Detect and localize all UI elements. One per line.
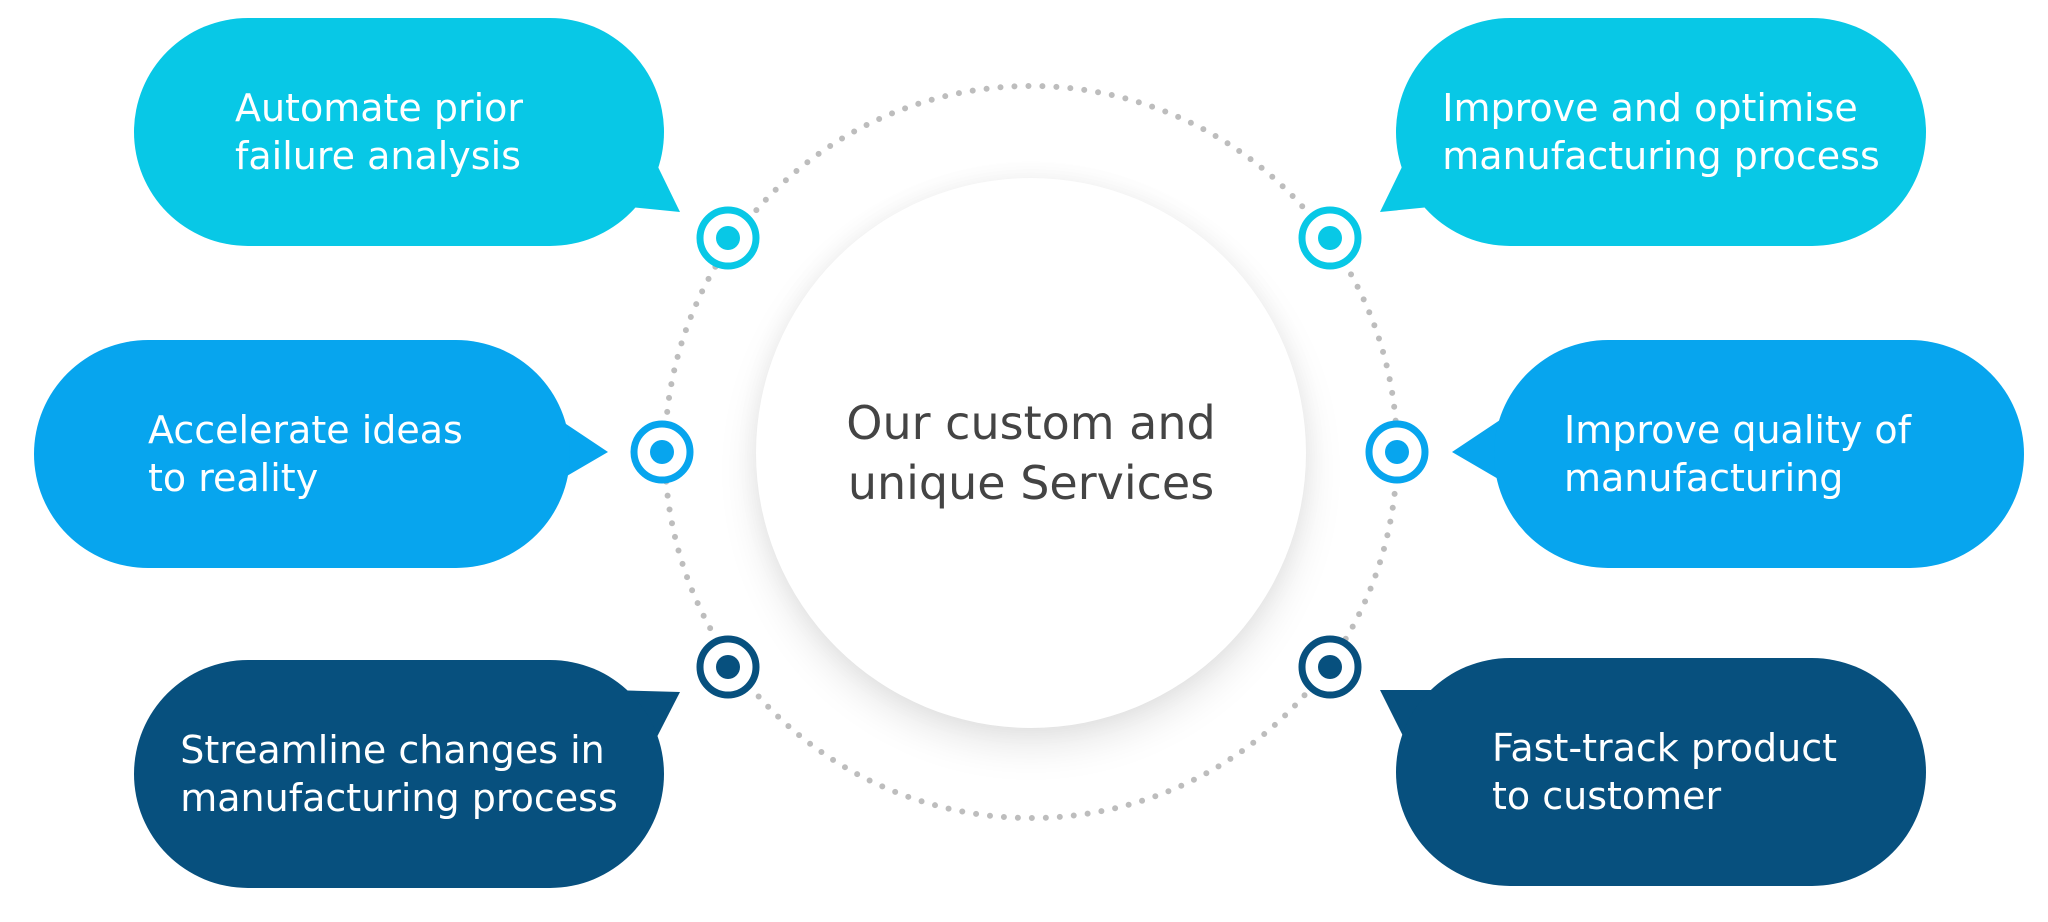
service-label-2: Accelerate ideas to reality — [148, 408, 463, 500]
service-label-3: Streamline changes in manufacturing proc… — [180, 728, 618, 820]
service-label-1: Automate prior failure analysis — [234, 86, 524, 178]
service-bubble-6: Fast-track product to customer — [1396, 658, 1926, 886]
service-bubble-2: Accelerate ideas to reality — [34, 340, 570, 568]
target-marker-2 — [630, 420, 694, 484]
target-marker-3 — [696, 635, 760, 699]
service-label-4: Improve and optimise manufacturing proce… — [1442, 86, 1880, 178]
bubble-tail-5 — [1452, 420, 1500, 480]
bubble-tail-2 — [560, 420, 608, 480]
target-marker-6 — [1298, 635, 1362, 699]
service-bubble-3: Streamline changes in manufacturing proc… — [134, 660, 664, 888]
target-marker-4 — [1298, 206, 1362, 270]
service-label-5: Improve quality of manufacturing — [1564, 408, 1912, 500]
service-bubble-5: Improve quality of manufacturing — [1494, 340, 2024, 568]
center-circle: Our custom and unique Services — [756, 178, 1306, 728]
target-marker-5 — [1365, 420, 1429, 484]
target-marker-1 — [696, 206, 760, 270]
center-title: Our custom and unique Services — [846, 396, 1216, 510]
service-bubble-1: Automate prior failure analysis — [134, 18, 664, 246]
service-label-6: Fast-track product to customer — [1492, 726, 1838, 818]
service-bubble-4: Improve and optimise manufacturing proce… — [1396, 18, 1926, 246]
